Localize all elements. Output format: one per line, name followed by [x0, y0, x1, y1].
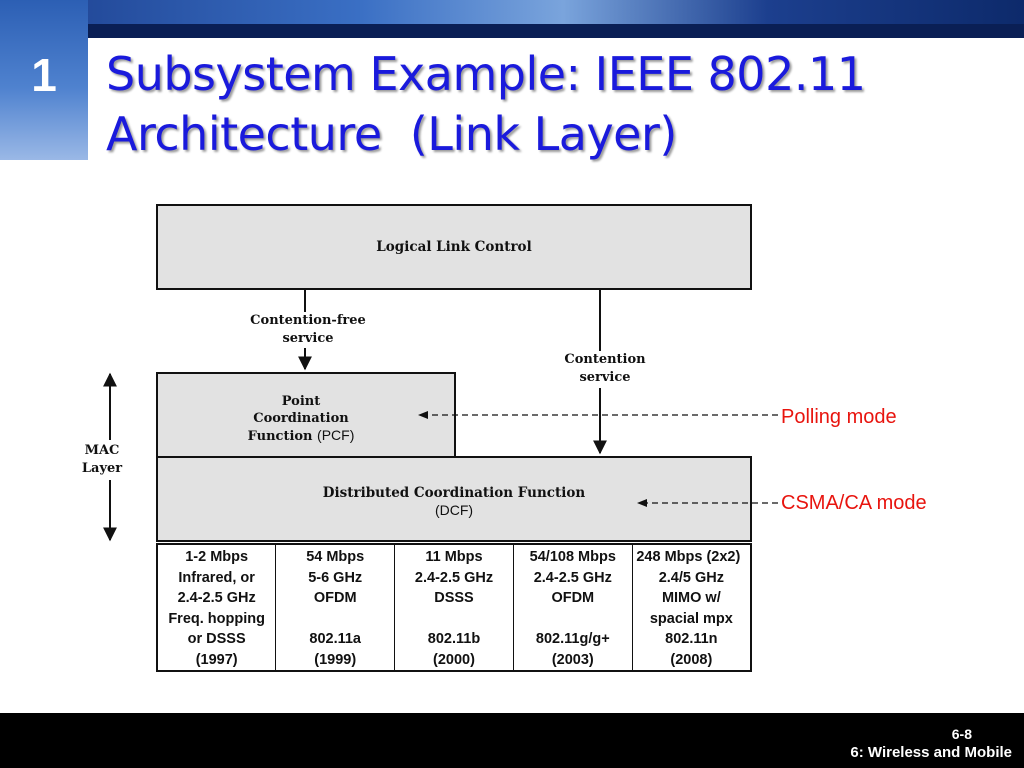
- cell-line: DSSS: [434, 590, 474, 606]
- cell-line: MIMO w/: [661, 590, 721, 606]
- c-service-line-2: service: [579, 370, 631, 385]
- pcf-line-1: Point: [281, 394, 321, 409]
- cell-line: (1999): [314, 651, 357, 668]
- cell-line: or DSSS: [187, 631, 246, 647]
- pcf-abbr: (PCF): [317, 427, 355, 443]
- pcf-line-3: Function (PCF): [158, 427, 444, 445]
- footer-bar: [0, 713, 1024, 768]
- contention-service-label: Contention service: [540, 351, 670, 387]
- title-line-1: Subsystem Example: IEEE 802.11: [106, 47, 866, 101]
- standard-cell-1: 1-2 Mbps Infrared, or 2.4-2.5 GHz Freq. …: [156, 543, 277, 672]
- cell-line: Infrared, or: [178, 569, 255, 586]
- cell-line: (2008): [670, 651, 713, 668]
- cf-service-line-2: service: [282, 331, 334, 346]
- cell-line: (1997): [195, 651, 238, 668]
- top-banner-dark-strip: [0, 24, 1024, 38]
- llc-box: Logical Link Control: [156, 204, 752, 290]
- cell-line: (2003): [551, 651, 594, 668]
- standard-cell-4: 54/108 Mbps 2.4-2.5 GHz OFDM 802.11g/g+ …: [512, 543, 633, 672]
- cell-line: OFDM: [313, 590, 357, 606]
- standard-cell-2: 54 Mbps 5-6 GHz OFDM 802.11a (1999): [275, 543, 396, 672]
- cell-line: (2000): [433, 651, 475, 668]
- cell-line: OFDM: [551, 590, 595, 606]
- footer-chapter: 6: Wireless and Mobile: [850, 744, 1012, 761]
- pcf-label: Point Coordination Function (PCF): [158, 393, 444, 445]
- standard-cell-3: 11 Mbps 2.4-2.5 GHz DSSS 802.11b (2000): [394, 543, 514, 672]
- dcf-abbr: (DCF): [434, 502, 474, 518]
- mac-line-2: Layer: [81, 461, 123, 476]
- standard-cell-5: 248 Mbps (2x2) 2.4/5 GHz MIMO w/ spacial…: [631, 543, 752, 672]
- polling-mode-annotation: Polling mode: [781, 406, 897, 428]
- csma-mode-annotation: CSMA/CA mode: [781, 492, 927, 514]
- pcf-line-2: Coordination: [253, 411, 349, 426]
- cell-line: 2.4/5 GHz: [658, 569, 724, 586]
- cell-line: 2.4-2.5 GHz: [177, 590, 256, 606]
- slide-number-block: 1: [0, 0, 88, 160]
- dcf-label: Distributed Coordination Function: [322, 485, 586, 501]
- title-line-2: Architecture (Link Layer): [106, 107, 677, 161]
- slide-number: 1: [31, 49, 57, 101]
- slide-title: Subsystem Example: IEEE 802.11 Architect…: [106, 44, 866, 164]
- cell-line: [395, 609, 513, 630]
- cell-line: 248 Mbps (2x2): [636, 549, 741, 565]
- mac-line-1: MAC: [84, 443, 120, 458]
- cell-line: spacial mpx: [649, 610, 733, 627]
- cell-line: 802.11b: [427, 631, 481, 647]
- cell-line: 1-2 Mbps: [185, 549, 249, 565]
- cf-service-line-1: Contention-free: [250, 313, 366, 328]
- standards-row: 1-2 Mbps Infrared, or 2.4-2.5 GHz Freq. …: [156, 543, 752, 672]
- cell-line: 54 Mbps: [306, 549, 365, 565]
- cell-line: 11 Mbps: [425, 549, 483, 565]
- cell-line: 802.11a: [309, 631, 361, 647]
- mac-layer-label: MAC Layer: [72, 442, 132, 478]
- cell-line: 54/108 Mbps: [529, 549, 616, 565]
- c-service-line-1: Contention: [564, 352, 646, 367]
- pcf-box: Point Coordination Function (PCF): [156, 372, 456, 462]
- cell-line: Freq. hopping: [168, 610, 265, 627]
- cell-line: 802.11n: [665, 631, 718, 647]
- cell-line: 5-6 GHz: [308, 569, 363, 586]
- pcf-line-3-text: Function: [247, 429, 313, 444]
- cell-line: 802.11g/g+: [535, 631, 610, 647]
- cell-line: 2.4-2.5 GHz: [533, 569, 612, 586]
- footer-page-number: 6-8: [951, 726, 972, 742]
- cell-line: [514, 609, 632, 630]
- llc-label: Logical Link Control: [376, 239, 532, 255]
- cell-line: [276, 609, 394, 630]
- contention-free-service-label: Contention-free service: [228, 312, 388, 348]
- cell-line: 2.4-2.5 GHz: [414, 569, 494, 586]
- standards-table: 1-2 Mbps Infrared, or 2.4-2.5 GHz Freq. …: [156, 543, 752, 672]
- dcf-box: Distributed Coordination Function (DCF): [156, 456, 752, 542]
